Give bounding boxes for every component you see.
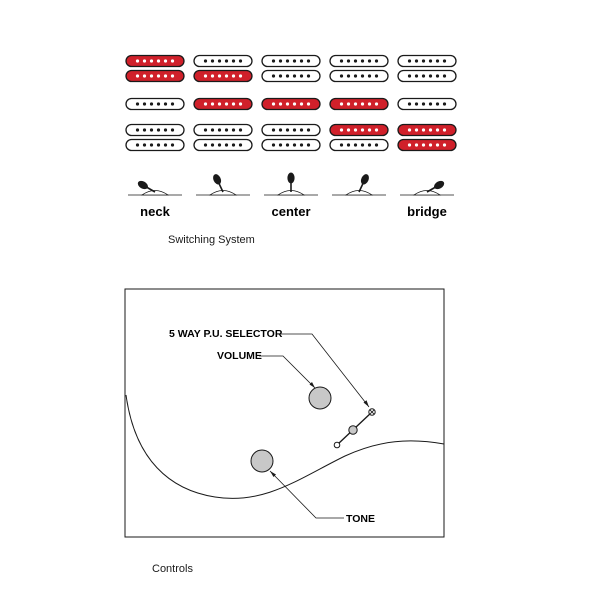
selector-arrowhead bbox=[363, 400, 369, 407]
volume-arrowhead bbox=[309, 382, 315, 388]
volume-leader-line bbox=[259, 355, 316, 389]
bridge-coil-3-1 bbox=[261, 123, 321, 137]
selector-label: 5 WAY P.U. SELECTOR bbox=[169, 328, 283, 340]
switching-system-caption: Switching System bbox=[168, 234, 255, 246]
neck-coil-3-1 bbox=[261, 54, 321, 68]
middle-coil-4 bbox=[329, 97, 389, 111]
bridge-coil-4-2 bbox=[329, 138, 389, 152]
tone-leader-line bbox=[269, 470, 344, 519]
middle-coil-5 bbox=[397, 97, 457, 111]
position-label: center bbox=[271, 204, 310, 219]
middle-coil-1 bbox=[125, 97, 185, 111]
neck-coil-4-2 bbox=[329, 69, 389, 83]
tone-label: TONE bbox=[346, 513, 375, 525]
bridge-coil-2-1 bbox=[193, 123, 253, 137]
position-label: bridge bbox=[407, 204, 447, 219]
neck-coil-1-2 bbox=[125, 69, 185, 83]
selector-switch-icon bbox=[333, 408, 376, 449]
switching-system-diagram: neck center bridge bbox=[125, 54, 457, 219]
position-label: neck bbox=[140, 204, 170, 219]
bridge-coil-3-2 bbox=[261, 138, 321, 152]
controls-caption: Controls bbox=[152, 563, 193, 575]
bridge-coil-4-1 bbox=[329, 123, 389, 137]
neck-coil-1-1 bbox=[125, 54, 185, 68]
volume-label: VOLUME bbox=[217, 350, 262, 362]
neck-coil-4-1 bbox=[329, 54, 389, 68]
bridge-coil-5-2 bbox=[397, 138, 457, 152]
bridge-coil-1-2 bbox=[125, 138, 185, 152]
neck-coil-5-1 bbox=[397, 54, 457, 68]
lever-switch-icon bbox=[196, 174, 250, 196]
lever-switch-icon bbox=[332, 174, 386, 196]
lever-switch-icon bbox=[400, 180, 454, 196]
tone-knob bbox=[250, 449, 274, 473]
lever-switch-icon bbox=[264, 172, 318, 196]
neck-coil-2-2 bbox=[193, 69, 253, 83]
middle-coil-2 bbox=[193, 97, 253, 111]
body-contour-line bbox=[125, 394, 445, 499]
middle-coil-3 bbox=[261, 97, 321, 111]
controls-diagram: 5 WAY P.U. SELECTOR VOLUME TONE bbox=[124, 288, 445, 538]
lever-switch-icon bbox=[128, 180, 182, 196]
bridge-coil-5-1 bbox=[397, 123, 457, 137]
neck-coil-5-2 bbox=[397, 69, 457, 83]
bridge-coil-2-2 bbox=[193, 138, 253, 152]
bridge-coil-1-1 bbox=[125, 123, 185, 137]
volume-knob bbox=[308, 386, 332, 410]
neck-coil-3-2 bbox=[261, 69, 321, 83]
tone-arrowhead bbox=[270, 471, 276, 477]
selector-leader-line bbox=[277, 333, 370, 408]
neck-coil-2-1 bbox=[193, 54, 253, 68]
control-plate-outline bbox=[124, 288, 445, 538]
